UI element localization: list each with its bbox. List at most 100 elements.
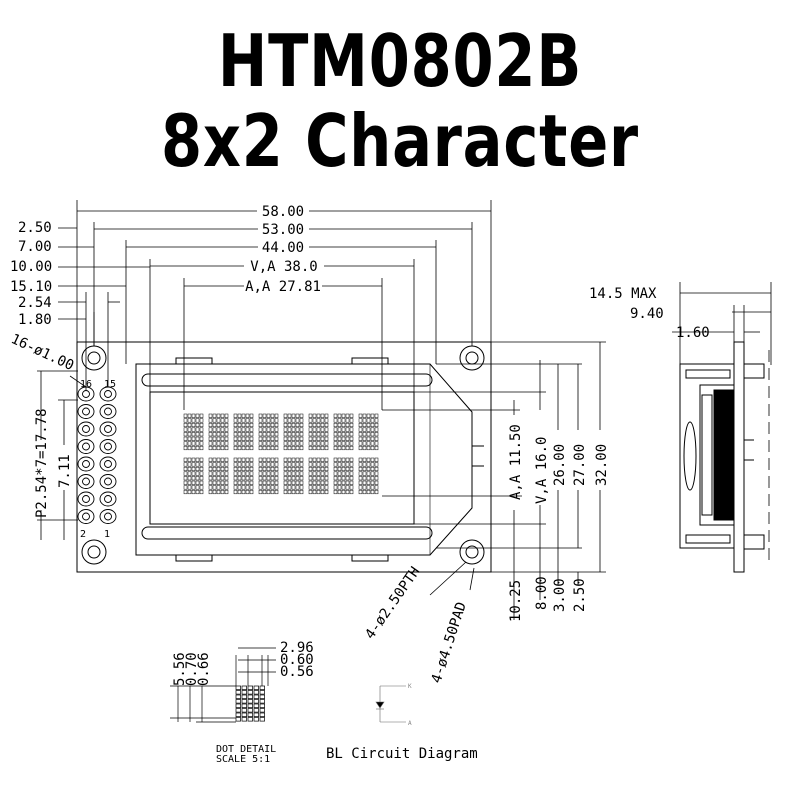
pin-pad <box>77 509 95 524</box>
dot <box>247 708 253 713</box>
character-cell <box>358 413 379 451</box>
pin-pad <box>77 404 95 419</box>
dot <box>253 690 259 695</box>
dot-dim-0-66: 0.66 <box>196 652 212 686</box>
side-pcb <box>733 341 745 573</box>
left-dimensions <box>37 227 150 540</box>
pin-pad <box>99 386 117 402</box>
dot <box>241 699 247 704</box>
dot-matrix-detail <box>235 685 265 722</box>
dot <box>259 694 265 699</box>
dot <box>241 694 247 699</box>
bezel-tab <box>175 554 213 562</box>
top-dimensions <box>76 200 492 410</box>
character-cell <box>283 413 304 451</box>
pin-pad <box>77 421 95 437</box>
mount-pth-callout: 4-ø2.50PTH <box>362 564 423 642</box>
pin-pad <box>77 474 95 489</box>
mount-hole <box>459 539 485 565</box>
dim-10-25: 10.25 <box>508 580 524 622</box>
dim-va-16: V,A 16.0 <box>534 437 550 504</box>
pin-pad <box>99 456 117 472</box>
dot <box>235 699 241 704</box>
dot-dim-2-96: 2.96 <box>280 640 314 656</box>
pin-pad <box>77 491 95 507</box>
character-cell <box>208 457 229 495</box>
pin-pad <box>99 474 117 489</box>
dot <box>247 699 253 704</box>
pin-pad <box>99 404 117 419</box>
dim-7-00: 7.00 <box>18 239 52 255</box>
pin-pad <box>99 421 117 437</box>
dot <box>241 685 247 690</box>
viewing-area <box>149 391 415 525</box>
bezel-tab <box>351 554 389 562</box>
module-front-view <box>76 341 492 573</box>
side-led <box>683 421 697 491</box>
dim-53: 53.00 <box>262 222 304 238</box>
dot-detail <box>170 647 276 723</box>
dim-1-60: 1.60 <box>676 325 710 341</box>
dot-dim-0-60: 0.60 <box>280 652 314 668</box>
dot <box>259 708 265 713</box>
dot <box>241 690 247 695</box>
dot <box>235 694 241 699</box>
dot <box>235 708 241 713</box>
dot <box>259 690 265 695</box>
pin-pitch: P2.54*7=17.78 <box>34 408 50 518</box>
slot-top <box>141 373 433 387</box>
dim-27: 27.00 <box>572 444 588 486</box>
dim-aa-27: A,A 27.81 <box>245 279 321 295</box>
bezel-outline <box>135 363 473 556</box>
dot <box>259 717 265 722</box>
character-cell <box>233 413 254 451</box>
right-dimensions <box>382 341 606 620</box>
character-cell <box>333 457 354 495</box>
dot <box>247 712 253 717</box>
slot-bottom <box>141 526 433 540</box>
dim-10-00: 10.00 <box>10 259 52 275</box>
character-cell <box>183 413 204 451</box>
character-cell <box>258 457 279 495</box>
dim-26: 26.00 <box>552 444 568 486</box>
dot <box>253 685 259 690</box>
dot <box>253 712 259 717</box>
dot-dim-0-56: 0.56 <box>280 664 314 680</box>
dot <box>259 685 265 690</box>
dim-14-5-max: 14.5 MAX <box>589 286 657 302</box>
dot <box>253 717 259 722</box>
bezel-tab <box>351 357 389 365</box>
dot <box>259 703 265 708</box>
dot <box>247 694 253 699</box>
dim-aa-11-50: A,A 11.50 <box>508 424 524 500</box>
dot <box>259 712 265 717</box>
side-lcd-glass <box>713 389 735 521</box>
character-cell <box>283 457 304 495</box>
dot-dim-0-70: 0.70 <box>184 652 200 686</box>
dot <box>247 685 253 690</box>
bottom-dim-lines <box>557 572 579 585</box>
bl-caption: BL Circuit Diagram <box>326 746 478 762</box>
dim-44: 44.00 <box>262 240 304 256</box>
bezel-tab <box>175 357 213 365</box>
bl-a-label: A <box>408 720 412 727</box>
bl-circuit-diagram <box>375 685 406 723</box>
pin-pad <box>77 439 95 454</box>
dot <box>247 717 253 722</box>
module-side-view <box>672 282 772 573</box>
dot <box>235 685 241 690</box>
dot <box>247 690 253 695</box>
pin-pad <box>99 439 117 454</box>
pin-1-label: 1 <box>104 529 110 540</box>
mount-hole <box>81 539 107 565</box>
dot <box>259 699 265 704</box>
title-model: HTM0802B <box>217 19 583 103</box>
character-cell <box>258 413 279 451</box>
dot <box>235 717 241 722</box>
dot-detail-caption: DOT DETAIL <box>216 744 276 755</box>
dot <box>235 703 241 708</box>
dot <box>241 717 247 722</box>
dim-2-50-bottom: 2.50 <box>572 578 588 612</box>
dot <box>253 708 259 713</box>
dot-detail-scale: SCALE 5:1 <box>216 754 270 765</box>
